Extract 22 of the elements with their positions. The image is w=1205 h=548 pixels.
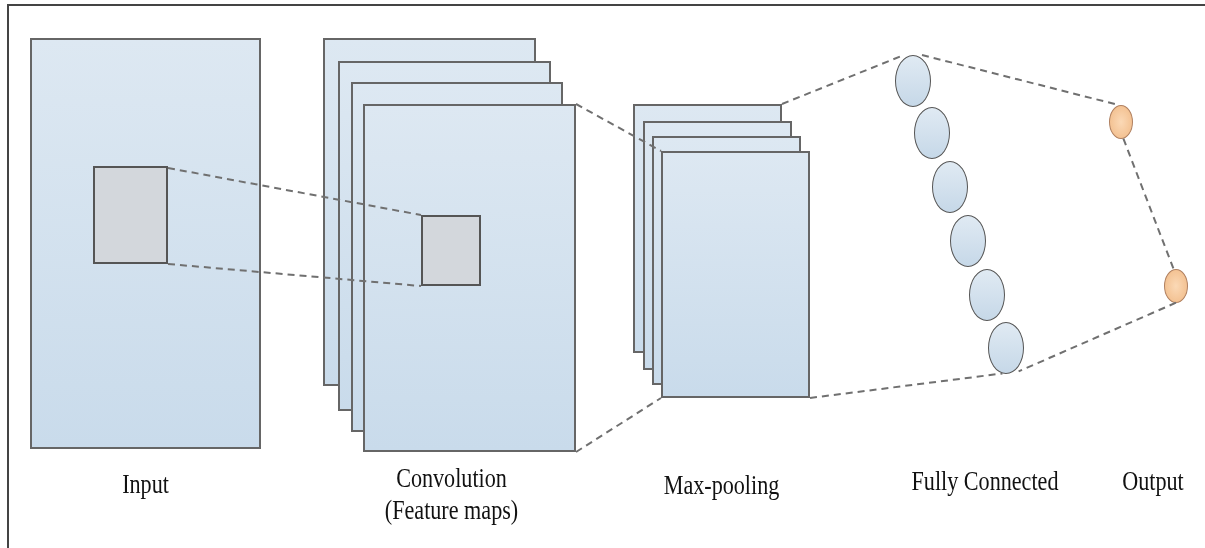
neuron-circle <box>914 107 950 159</box>
layer-caption: Convolution (Feature maps) <box>383 462 520 526</box>
dashed-line <box>575 397 662 453</box>
neuron-circle <box>895 55 931 107</box>
layer-caption: Output <box>1121 465 1185 497</box>
dashed-line <box>809 372 1004 399</box>
output-neuron <box>1164 269 1188 303</box>
dashed-line <box>167 263 422 287</box>
receptive-field-square <box>421 215 481 286</box>
neuron-circle <box>969 269 1005 321</box>
layer-caption: Input <box>121 468 170 500</box>
neuron-circle <box>932 161 968 213</box>
neuron-circle <box>950 215 986 267</box>
output-neuron <box>1109 105 1133 139</box>
layer-caption: Fully Connected <box>910 465 1060 497</box>
dashed-line <box>1017 301 1177 373</box>
layer-caption: Max-pooling <box>662 469 781 501</box>
dashed-line <box>167 166 422 216</box>
receptive-field-square <box>93 166 168 264</box>
dashed-line <box>1122 137 1175 270</box>
dashed-line <box>575 103 662 152</box>
neuron-circle <box>988 322 1024 374</box>
